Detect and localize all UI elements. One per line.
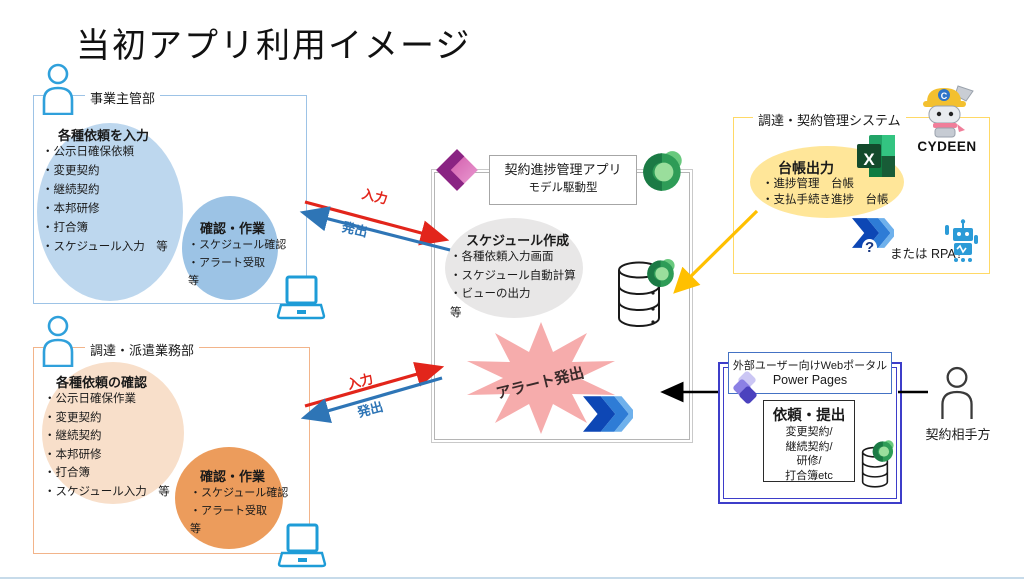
cydeen-label: 調達・契約管理システム	[753, 110, 906, 129]
alert-star-burst	[467, 322, 615, 434]
request-list: 変更契約/ 継続契約/ 研修/ 打合簿etc	[764, 425, 854, 483]
list-item: 等	[188, 275, 199, 287]
list-item: ・スケジュール確認	[188, 239, 287, 251]
list-item: ・打合簿	[42, 222, 88, 234]
list-item: ・スケジュール入力 等	[44, 485, 170, 498]
app-title-line2: モデル駆動型	[528, 181, 598, 194]
list-item: 研修/	[796, 455, 822, 467]
list-item: 継続契約/	[785, 440, 833, 453]
list-item: ・公示日確保作業	[44, 393, 136, 405]
laptop-icon	[277, 523, 327, 568]
dept-bottom-work-circle	[175, 447, 283, 549]
dept-top-work-list: ・スケジュール確認 ・アラート受取 等	[188, 236, 286, 290]
arrow-input-top	[304, 200, 450, 246]
excel-icon: X	[857, 135, 895, 177]
list-item: ・本邦研修	[44, 448, 102, 461]
cydeen-mascot-icon: C	[923, 85, 974, 138]
dept-top-work-circle	[182, 196, 278, 300]
list-item: ・スケジュール入力 等	[42, 241, 168, 253]
list-item: ・ビューの出力	[450, 288, 531, 300]
ledger-list: ・進捗管理 台帳 ・支払手続き進捗 台帳	[762, 177, 889, 208]
portal-label-box: 外部ユーザー向けWebポータル Power Pages	[728, 352, 892, 394]
schedule-title: スケジュール作成	[466, 233, 570, 248]
robot-icon	[945, 219, 978, 262]
dataverse-icon	[643, 151, 682, 191]
dept-bottom-label: 調達・派遣業務部	[85, 340, 200, 359]
list-item: ・スケジュール自動計算	[450, 269, 576, 282]
helmet-letter: C	[941, 91, 948, 101]
cydeen-mascot-name: CYDEEN	[917, 139, 977, 154]
database-icon	[618, 261, 660, 327]
app-title-line1: 契約進捗管理アプリ	[504, 162, 622, 177]
list-item: ・継続契約	[42, 184, 100, 196]
list-item: ・各種依頼入力画面	[450, 251, 554, 263]
dept-top-work-title: 確認・作業	[200, 221, 266, 236]
list-item: ・アラート受取	[190, 505, 267, 517]
arrow-issue-top	[299, 206, 451, 252]
dept-bottom-input-circle	[42, 362, 184, 504]
laptop-icon	[276, 275, 326, 320]
schedule-list: ・各種依頼入力画面 ・スケジュール自動計算 ・ビューの出力 等	[450, 248, 576, 322]
power-automate-icon	[583, 396, 633, 432]
list-item: ・進捗管理 台帳	[762, 178, 854, 190]
arrow-label-issue-top: 発出	[340, 219, 370, 240]
dept-bottom-input-list: ・公示日確保作業 ・変更契約 ・継続契約 ・本邦研修 ・打合簿 ・スケジュール入…	[44, 390, 170, 501]
list-item: 等	[190, 523, 201, 535]
dept-top-input-title: 各種依頼を入力	[58, 128, 150, 143]
portal-label-line1: 外部ユーザー向けWebポータル	[732, 360, 888, 372]
arrow-label-issue-bottom: 発出	[355, 398, 385, 421]
list-item: ・スケジュール確認	[190, 487, 289, 499]
dept-bottom-input-title: 各種依頼の確認	[56, 375, 148, 390]
schedule-ellipse	[445, 218, 583, 318]
dept-top-input-list: ・公示日確保依頼 ・変更契約 ・継続契約 ・本邦研修 ・打合簿 ・スケジュール入…	[42, 143, 168, 257]
list-item: ・変更契約	[42, 165, 100, 177]
dept-top-label: 事業主管部	[85, 88, 161, 107]
app-title-box: 契約進捗管理アプリ モデル駆動型	[489, 155, 637, 205]
page-title: 当初アプリ利用イメージ	[76, 27, 472, 65]
list-item: 打合簿etc	[785, 469, 833, 482]
list-item: 等	[450, 306, 462, 319]
portal-label-line2: Power Pages	[772, 373, 848, 387]
dataverse-icon	[872, 440, 894, 462]
dept-top-input-circle	[37, 123, 183, 301]
dept-bottom-work-title: 確認・作業	[200, 469, 266, 484]
dept-top-box	[33, 95, 307, 304]
list-item: ・公示日確保依頼	[42, 146, 134, 158]
list-item: ・打合簿	[44, 467, 90, 479]
rpa-note: または RPA?	[890, 247, 963, 261]
partner-person-icon	[941, 366, 973, 419]
slide-bottom-edge	[0, 577, 1024, 579]
dept-bottom-work-list: ・スケジュール確認 ・アラート受取 等	[190, 484, 288, 538]
list-item: ・変更契約	[44, 411, 102, 424]
person-icon	[42, 315, 74, 367]
ledger-title: 台帳出力	[778, 160, 834, 176]
list-item: ・本邦研修	[42, 203, 100, 215]
power-apps-icon	[436, 149, 478, 191]
list-item: ・アラート受取	[188, 257, 265, 269]
dataverse-icon	[647, 258, 675, 288]
request-box: 依頼・提出 変更契約/ 継続契約/ 研修/ 打合簿etc	[763, 400, 855, 482]
person-icon	[42, 63, 74, 115]
power-pages-icon	[733, 371, 757, 404]
request-title: 依頼・提出	[772, 408, 846, 424]
list-item: ・継続契約	[44, 430, 102, 442]
list-item: ・支払手続き進捗 台帳	[762, 193, 889, 206]
partner-label: 契約相手方	[925, 427, 991, 442]
arrow-label-input-bottom: 入力	[345, 370, 375, 393]
excel-letter: X	[863, 150, 875, 169]
list-item: 変更契約/	[785, 426, 833, 438]
arrow-label-input-top: 入力	[360, 186, 390, 207]
question-mark: ?	[862, 239, 878, 256]
